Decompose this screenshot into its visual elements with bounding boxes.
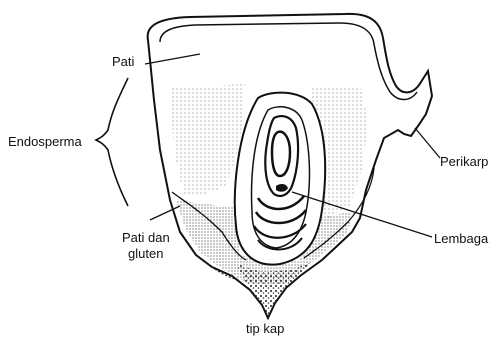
label-lembaga: Lembaga [434,231,489,246]
embryo-outer [235,93,325,265]
label-gluten: gluten [128,246,163,261]
label-pati: Pati [112,54,135,69]
label-tip-kap: tip kap [246,321,284,336]
label-endosperma: Endosperma [8,134,82,149]
label-pati-dan: Pati dan [122,230,170,245]
label-perikarp: Perikarp [440,154,488,169]
endosperma-brace [96,78,128,206]
perikarp-leader [415,128,440,158]
endosperm-left-starch [170,84,245,196]
pati-leader [145,54,200,64]
